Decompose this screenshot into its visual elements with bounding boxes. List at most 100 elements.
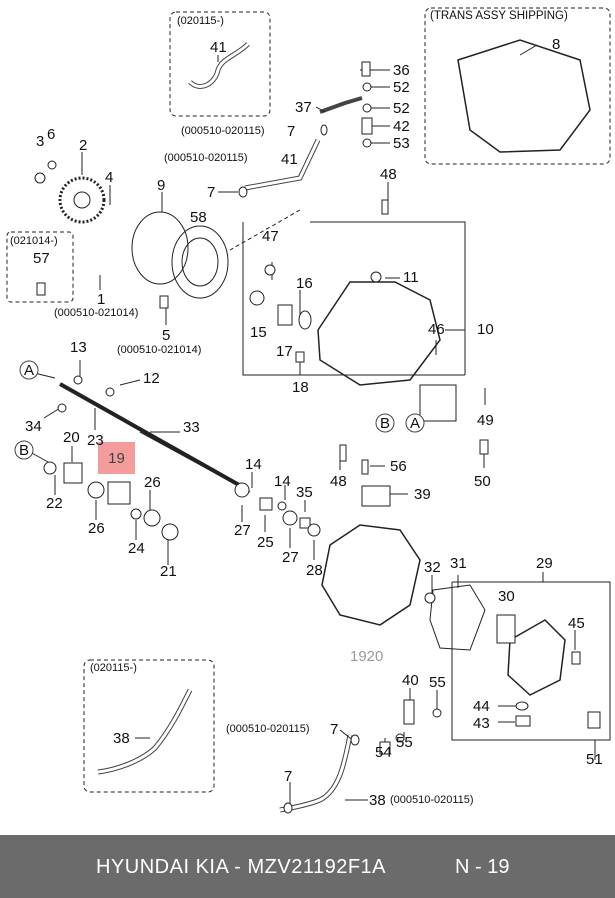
callout-33: 33	[183, 419, 200, 436]
part-bolt-50	[479, 439, 489, 455]
callout-14-right: 14	[274, 473, 291, 490]
callout-27-right: 27	[282, 549, 299, 566]
callout-36: 36	[393, 62, 410, 79]
callout-41-top: 41	[210, 39, 227, 56]
callout-7-mid: 7	[207, 184, 216, 201]
part-bolt-57	[36, 282, 46, 296]
callout-42: 42	[393, 118, 410, 135]
part-diff-49	[419, 384, 457, 422]
part-bearing-21	[161, 523, 179, 541]
callout-47: 47	[262, 228, 279, 245]
group-box-020115-bottom	[83, 659, 215, 793]
part-clip-7a	[238, 186, 248, 198]
range-label-1: (000510-021014)	[54, 307, 139, 319]
callout-23: 23	[87, 432, 104, 449]
part-pump-17	[277, 304, 293, 326]
part-ring-24	[130, 508, 142, 520]
range-label-5: (000510-021014)	[117, 344, 202, 356]
part-washer-44	[515, 701, 529, 711]
group-label-020115-bottom: (020115-)	[90, 662, 137, 674]
part-bolt-56	[361, 459, 369, 475]
callout-A-left: A	[24, 362, 35, 379]
callout-52-upper: 52	[393, 79, 410, 96]
group-label-021014: (021014-)	[10, 235, 58, 247]
callout-3: 3	[36, 133, 45, 150]
footer-page-ref: N - 19	[455, 856, 510, 878]
part-bearing-26a	[87, 481, 105, 499]
part-seal-15	[249, 290, 265, 306]
callout-11: 11	[403, 269, 419, 286]
callout-13: 13	[70, 339, 87, 356]
callout-1: 1	[97, 291, 106, 308]
callout-18: 18	[292, 379, 309, 396]
callout-6: 6	[47, 126, 56, 143]
part-ring-34	[57, 403, 67, 413]
part-bolt-48b	[339, 444, 347, 462]
part-nut-3	[34, 172, 46, 184]
callout-25: 25	[257, 534, 274, 551]
callout-14-left: 14	[245, 456, 262, 473]
part-gear-20	[63, 462, 83, 484]
callout-35: 35	[296, 484, 313, 501]
part-pipe-40	[403, 699, 415, 725]
footer-bar: HYUNDAI KIA - MZV21192F1A N - 19	[0, 835, 615, 898]
highlighted-part-19: 19	[98, 442, 135, 474]
ref-circle-B-left	[14, 440, 34, 460]
callout-49: 49	[477, 412, 494, 429]
part-washer-47	[264, 264, 276, 276]
callout-5: 5	[162, 327, 171, 344]
part-bracket-39	[361, 485, 391, 507]
group-box-021014	[6, 231, 74, 303]
part-washer-55b	[395, 733, 405, 743]
callout-41-mid: 41	[281, 151, 298, 168]
callout-37: 37	[295, 99, 312, 116]
group-box-020115-top	[169, 11, 271, 117]
callout-31: 31	[450, 555, 467, 572]
part-seal-25	[259, 497, 273, 511]
callout-9: 9	[157, 177, 166, 194]
callout-53: 53	[393, 135, 410, 152]
part-washer-6	[47, 160, 57, 170]
highlight-label: 19	[108, 450, 125, 467]
callout-B-left: B	[19, 442, 30, 459]
part-plug-43	[515, 715, 531, 727]
callout-10: 10	[477, 321, 494, 338]
callout-24: 24	[128, 540, 145, 557]
callout-55-upper: 55	[429, 674, 446, 691]
callout-58: 58	[190, 209, 207, 226]
callout-57: 57	[33, 250, 50, 267]
range-label-38: (000510-020115)	[390, 794, 474, 806]
ref-circle-A-left	[19, 360, 39, 380]
callout-A-right: A	[410, 415, 421, 432]
part-ring-13	[73, 375, 83, 385]
part-bolt-48a	[381, 199, 389, 215]
part-oring-32	[424, 592, 436, 604]
callout-48-lower: 48	[330, 473, 347, 490]
group-label-020115-top: (020115-)	[177, 15, 224, 27]
part-clip-7d	[283, 802, 293, 814]
callout-7-lower: 7	[330, 721, 339, 738]
callout-21: 21	[160, 563, 177, 580]
part-gear-19	[107, 481, 131, 505]
range-label-41: (000510-020115)	[164, 152, 248, 164]
callout-43: 43	[473, 715, 490, 732]
callout-7-top: 7	[287, 123, 296, 140]
range-label-7-bottom: (000510-020115)	[226, 723, 310, 735]
callout-26-upper: 26	[144, 474, 161, 491]
callout-38-left: 38	[113, 730, 130, 747]
part-bolt-36	[361, 61, 371, 77]
callout-15: 15	[250, 324, 267, 341]
callout-48-upper: 48	[380, 166, 397, 183]
part-bolt-51	[587, 711, 601, 729]
part-ring-12	[105, 387, 115, 397]
callout-38-right: 38	[369, 792, 386, 809]
part-spring-42	[361, 117, 373, 135]
part-bearing-27b	[282, 510, 298, 526]
callout-4: 4	[105, 169, 114, 186]
callout-26-lower: 26	[88, 520, 105, 537]
callout-1920: 1920	[350, 648, 384, 665]
part-seal-35	[299, 517, 311, 529]
callout-29: 29	[536, 555, 553, 572]
callout-17: 17	[276, 343, 293, 360]
part-clip-7b	[320, 124, 328, 136]
